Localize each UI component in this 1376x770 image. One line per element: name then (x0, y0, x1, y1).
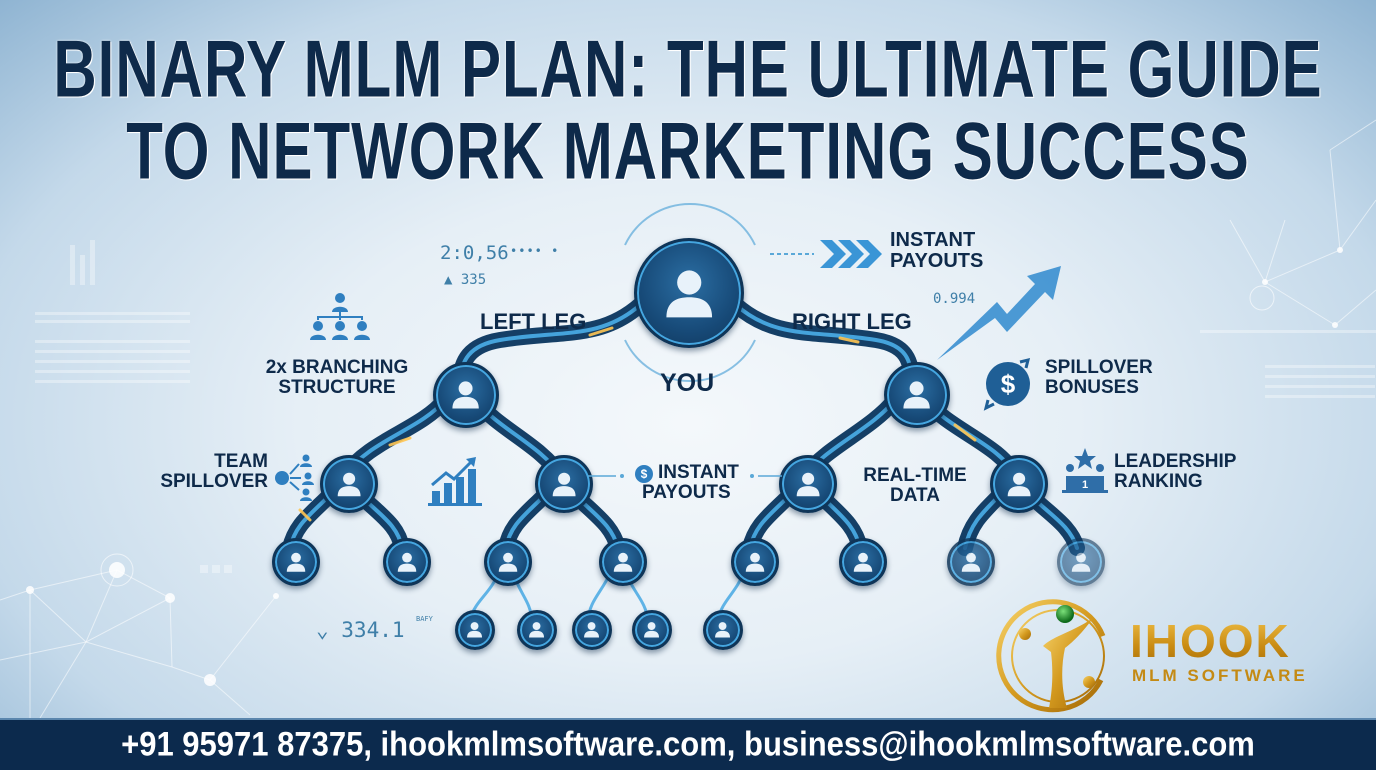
real-time-line-1: REAL-TIME (863, 465, 967, 486)
instant-payouts-top-line-2: PAYOUTS (890, 250, 984, 272)
user-icon (584, 622, 600, 638)
tree-node-l4-2[interactable] (517, 610, 557, 650)
tree-node-l3-6[interactable] (839, 538, 887, 586)
instant-payouts-mid-label: INSTANT PAYOUTS (642, 463, 762, 503)
tree-node-right[interactable] (884, 362, 950, 428)
tree-node-l4-5[interactable] (703, 610, 743, 650)
tree-node-l2-1[interactable] (320, 455, 378, 513)
page-title-line-1: BINARY MLM PLAN: THE ULTIMATE GUIDE (53, 23, 1323, 114)
tree-node-l4-3[interactable] (572, 610, 612, 650)
leadership-line-1: LEADERSHIP (1114, 451, 1237, 472)
leadership-ranking-label: LEADERSHIP RANKING (1114, 452, 1236, 492)
stat-value-4-sup: BAFY (416, 615, 433, 623)
tree-node-l3-4[interactable] (599, 538, 647, 586)
tree-node-l3-5[interactable] (731, 538, 779, 586)
trend-up-arrow-icon (937, 266, 1061, 360)
user-icon (529, 622, 545, 638)
org-chart-icon (310, 293, 370, 340)
tree-node-l3-8[interactable] (1057, 538, 1105, 586)
left-leg-label: LEFT LEG (480, 309, 587, 334)
svg-text:$: $ (1001, 369, 1016, 399)
user-icon (613, 552, 633, 572)
instant-payouts-top-label: INSTANT PAYOUTS (890, 230, 983, 272)
chevron-arrows-icon (770, 240, 882, 268)
contact-footer: +91 95971 87375, ihookmlmsoftware.com, b… (0, 718, 1376, 770)
stat-value-3: 0.994 (933, 291, 976, 307)
user-icon (796, 472, 820, 497)
user-icon (397, 552, 417, 572)
brand-subtitle: MLM SOFTWARE (1132, 666, 1308, 685)
connector-line (588, 474, 624, 478)
user-icon (853, 552, 873, 572)
team-spillover-line-2: SPILLOVER (160, 470, 268, 492)
bar-chart-growth-icon (428, 457, 482, 506)
tree-node-l2-4[interactable] (990, 455, 1048, 513)
ihook-logo-icon (996, 599, 1106, 713)
tree-node-l3-7[interactable] (947, 538, 995, 586)
user-icon (552, 472, 576, 497)
footer-contact-text: +91 95971 87375, ihookmlmsoftware.com, b… (121, 724, 1255, 764)
page-title-line-2: TO NETWORK MARKETING SUCCESS (126, 105, 1250, 196)
branching-line-2: STRUCTURE (278, 376, 396, 398)
tree-node-l3-3[interactable] (484, 538, 532, 586)
tree-node-l2-2[interactable] (535, 455, 593, 513)
instant-payouts-mid-line-1: INSTANT (658, 462, 739, 483)
user-icon (644, 622, 660, 638)
user-icon (961, 552, 981, 572)
user-icon (286, 552, 306, 572)
instant-payouts-top-line-1: INSTANT (890, 229, 976, 251)
spillover-bonuses-label: SPILLOVER BONUSES (1045, 358, 1153, 398)
user-icon (452, 381, 480, 409)
user-icon (1007, 472, 1031, 497)
stat-value-1: 2:0,56 (440, 242, 509, 264)
tree-node-l3-1[interactable] (272, 538, 320, 586)
tree-node-l3-2[interactable] (383, 538, 431, 586)
tree-node-l4-4[interactable] (632, 610, 672, 650)
user-icon (715, 622, 731, 638)
tree-node-l2-3[interactable] (779, 455, 837, 513)
tree-node-you[interactable] (634, 238, 744, 348)
dollar-coin-icon: $ (983, 357, 1031, 411)
real-time-line-2: DATA (890, 484, 940, 506)
spillover-bonuses-line-2: BONUSES (1045, 376, 1139, 398)
user-icon (745, 552, 765, 572)
user-icon (467, 622, 483, 638)
stat-value-2: ▲ 335 (444, 272, 487, 288)
team-spillover-label: TEAM SPILLOVER (150, 452, 268, 492)
branching-line-1: 2x BRANCHING (265, 357, 409, 378)
podium-star-icon: 1 (1062, 448, 1108, 493)
tree-node-left[interactable] (433, 362, 499, 428)
root-you-label: YOU (660, 369, 715, 397)
brand-name: IHOOK (1130, 615, 1291, 667)
user-icon (666, 270, 712, 318)
stat-value-4: ⌄ 334.1 (316, 618, 405, 642)
team-spillover-line-1: TEAM (214, 451, 268, 472)
spillover-bonuses-line-1: SPILLOVER (1045, 357, 1153, 378)
tree-node-l4-1[interactable] (455, 610, 495, 650)
right-leg-label: RIGHT LEG (792, 309, 912, 334)
spillover-arrows-icon (275, 454, 314, 501)
user-icon (1071, 552, 1091, 572)
instant-payouts-mid-line-2: PAYOUTS (642, 481, 731, 503)
user-icon (337, 472, 361, 497)
user-icon (498, 552, 518, 572)
user-icon (903, 381, 931, 409)
real-time-data-label: REAL-TIME DATA (860, 466, 970, 506)
leadership-line-2: RANKING (1114, 470, 1203, 492)
connector-line (750, 474, 782, 478)
stat-dots: •••• • (510, 244, 560, 258)
branching-structure-label: 2x BRANCHING STRUCTURE (262, 358, 412, 398)
dollar-badge-icon: $ (635, 465, 653, 483)
svg-text:1: 1 (1082, 479, 1088, 491)
